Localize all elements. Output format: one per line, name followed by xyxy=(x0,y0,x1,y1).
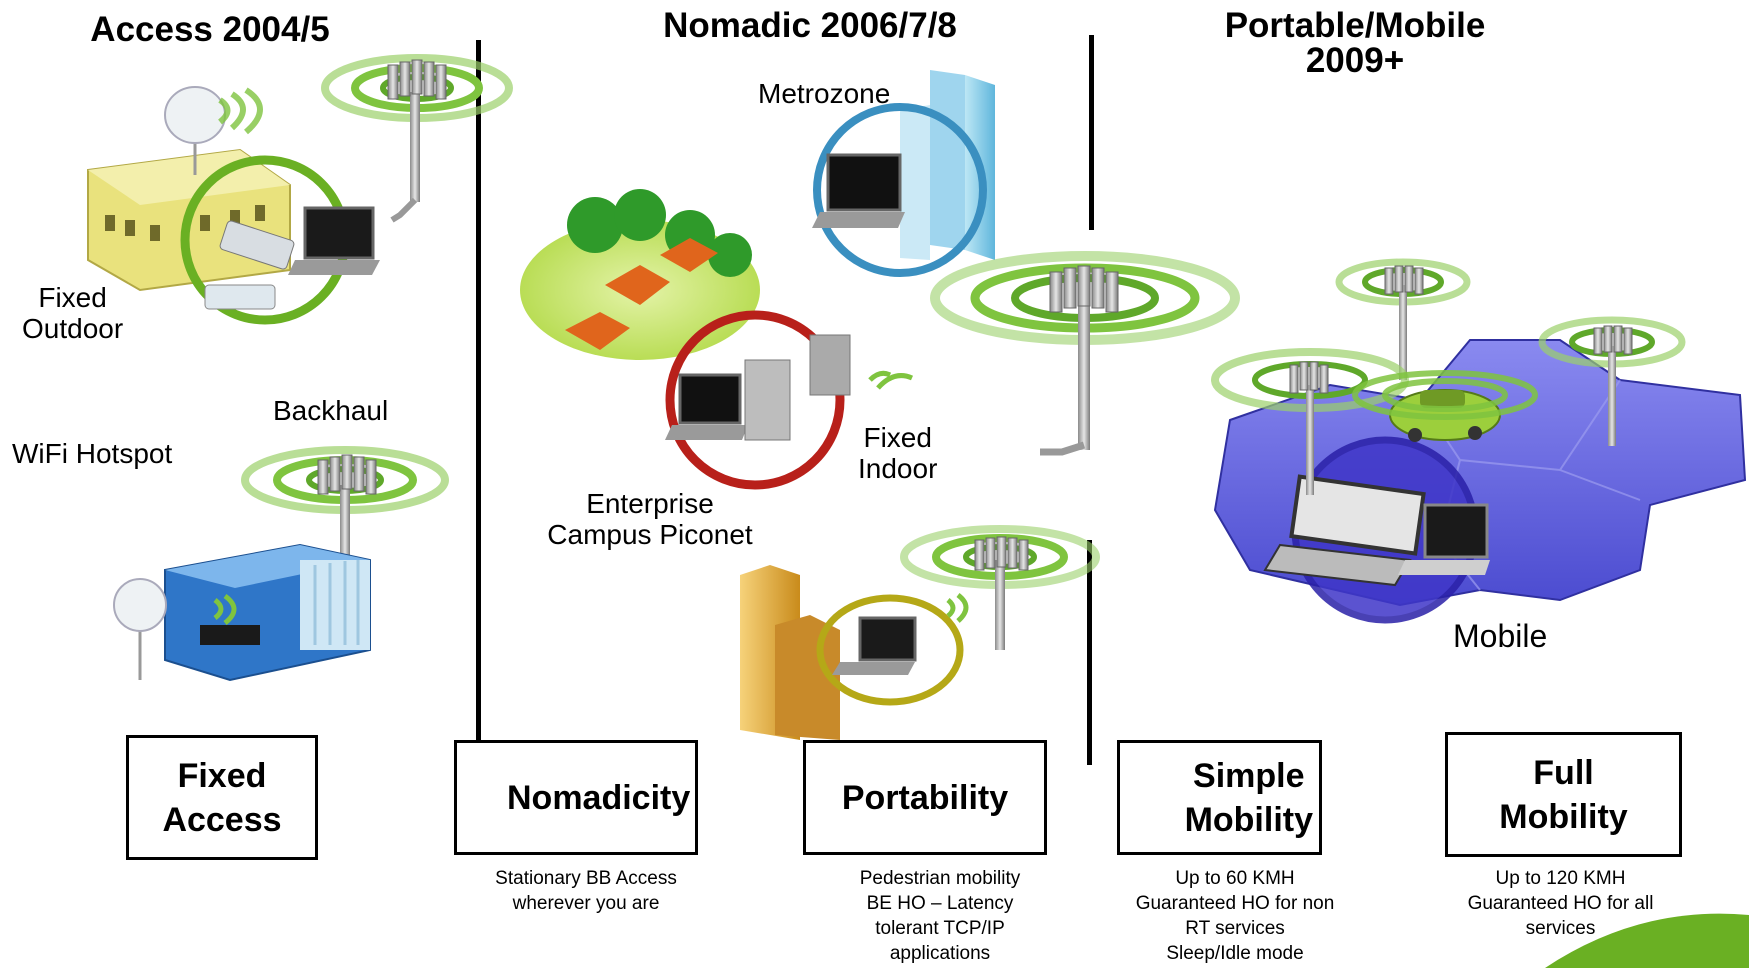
stage-portability-desc-line-2: BE HO – Latency xyxy=(866,893,1014,914)
stage-full-mobility-line2: Mobility xyxy=(1499,797,1628,836)
stage-portability-desc-line-3: tolerant TCP/IP xyxy=(875,918,1005,939)
base-station-tower-3 xyxy=(930,251,1240,456)
enterprise-scene xyxy=(665,310,914,490)
label-backhaul: Backhaul xyxy=(273,395,389,426)
era-title-portable-mobile-line1: Portable/Mobile xyxy=(1224,6,1486,45)
base-station-tower-7 xyxy=(1538,316,1686,446)
stage-simple-mobility-desc-line-2: Guaranteed HO for non xyxy=(1135,893,1335,914)
stage-full-mobility-line1: Full xyxy=(1533,753,1594,792)
stage-simple-mobility-desc-line-1: Up to 60 KMH xyxy=(1175,868,1295,889)
label-fixed-indoor-line1: Fixed xyxy=(863,422,932,453)
base-station-tower-6 xyxy=(1211,348,1409,495)
stage-simple-mobility-desc-line-4: Sleep/Idle mode xyxy=(1166,943,1304,964)
label-enterprise-line1: Enterprise xyxy=(586,488,714,519)
label-fixed-indoor: Fixed Indoor xyxy=(858,422,937,484)
label-enterprise-campus: Enterprise Campus Piconet xyxy=(530,488,770,550)
stage-nomadicity-desc-line-2: wherever you are xyxy=(512,893,660,914)
stage-box-nomadicity: Nomadicity xyxy=(454,740,698,855)
stage-box-fixed-access: Fixed Access xyxy=(126,735,318,860)
stage-nomadicity-label: Nomadicity xyxy=(507,778,691,817)
era-divider-1 xyxy=(476,40,481,765)
era-divider-2-top xyxy=(1089,35,1094,230)
era-title-portable-mobile: Portable/Mobile 2009+ xyxy=(1180,8,1530,78)
stage-box-simple-mobility: Simple Mobility xyxy=(1117,740,1322,855)
stage-full-mobility-desc: Up to 120 KMH Guaranteed HO for all serv… xyxy=(1428,866,1693,941)
signal-arcs-1 xyxy=(218,87,263,135)
label-enterprise-line2: Campus Piconet xyxy=(547,519,753,550)
stage-fixed-access-line1: Fixed xyxy=(177,756,267,795)
label-fixed-outdoor: Fixed Outdoor xyxy=(22,282,123,344)
stage-simple-mobility-line1: Simple xyxy=(1193,756,1305,795)
era-divider-2-bottom xyxy=(1087,540,1092,765)
brand-swoosh-icon xyxy=(1545,913,1749,968)
stage-portability-desc: Pedestrian mobility BE HO – Latency tole… xyxy=(810,866,1070,966)
era-title-portable-mobile-line2: 2009+ xyxy=(1305,41,1405,80)
base-station-tower-2 xyxy=(241,446,449,555)
label-wifi-hotspot: WiFi Hotspot xyxy=(12,438,173,469)
label-fixed-outdoor-line2: Outdoor xyxy=(22,313,124,344)
stage-box-full-mobility: Full Mobility xyxy=(1445,732,1682,857)
wifi-hotspot-scene xyxy=(113,543,371,682)
stage-portability-desc-line-1: Pedestrian mobility xyxy=(859,868,1021,889)
era-title-nomadic: Nomadic 2006/7/8 xyxy=(663,6,957,45)
stage-portability-label: Portability xyxy=(841,778,1009,817)
stage-full-mobility-desc-line-3: services xyxy=(1525,918,1596,939)
stage-nomadicity-desc-line-1: Stationary BB Access xyxy=(495,868,677,889)
stage-portability-desc-line-4: applications xyxy=(889,943,991,964)
base-station-tower-1 xyxy=(321,54,513,223)
portability-scene xyxy=(740,565,969,740)
campus-village-scene xyxy=(520,189,760,360)
stage-full-mobility-desc-line-2: Guaranteed HO for all xyxy=(1467,893,1654,914)
metrozone-scene xyxy=(812,70,995,277)
stage-nomadicity-desc: Stationary BB Access wherever you are xyxy=(456,866,716,916)
stage-simple-mobility-desc-line-3: RT services xyxy=(1185,918,1285,939)
stage-box-portability: Portability xyxy=(803,740,1047,855)
stage-fixed-access-line2: Access xyxy=(162,800,282,839)
stage-simple-mobility-desc: Up to 60 KMH Guaranteed HO for non RT se… xyxy=(1100,866,1370,966)
era-title-access: Access 2004/5 xyxy=(90,10,330,49)
stage-simple-mobility-line2: Mobility xyxy=(1184,800,1313,839)
base-station-tower-5 xyxy=(1335,258,1471,380)
label-fixed-outdoor-line1: Fixed xyxy=(38,282,107,313)
fixed-outdoor-scene xyxy=(87,86,380,325)
stage-full-mobility-desc-line-1: Up to 120 KMH xyxy=(1495,868,1626,889)
label-mobile: Mobile xyxy=(1453,618,1548,654)
base-station-tower-4 xyxy=(900,525,1100,650)
car-signal-arcs xyxy=(1352,370,1538,420)
label-fixed-indoor-line2: Indoor xyxy=(858,453,938,484)
label-metrozone: Metrozone xyxy=(758,78,891,109)
